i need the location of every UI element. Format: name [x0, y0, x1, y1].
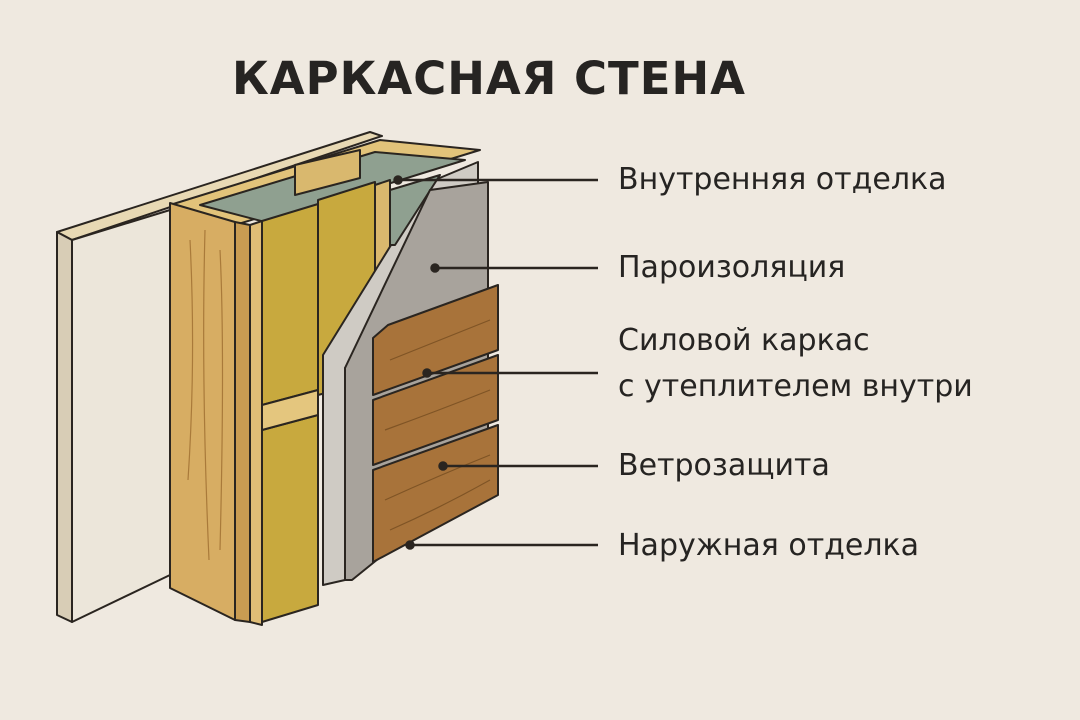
label-wind-barrier: Ветрозащита: [618, 448, 830, 483]
diagram-title: КАРКАСНАЯ СТЕНА: [232, 52, 746, 105]
label-exterior-finish: Наружная отделка: [618, 528, 920, 563]
inner-wall-panel: [56, 131, 383, 623]
stud: [169, 202, 263, 626]
label-vapour-barrier: Пароизоляция: [618, 250, 846, 285]
label-frame-line2: с утеплителем внутри: [618, 369, 973, 404]
label-interior-finish: Внутренняя отделка: [618, 162, 947, 197]
label-frame-line1: Силовой каркас: [618, 323, 870, 358]
top-plate: [169, 139, 481, 226]
exterior-siding: [372, 284, 499, 563]
